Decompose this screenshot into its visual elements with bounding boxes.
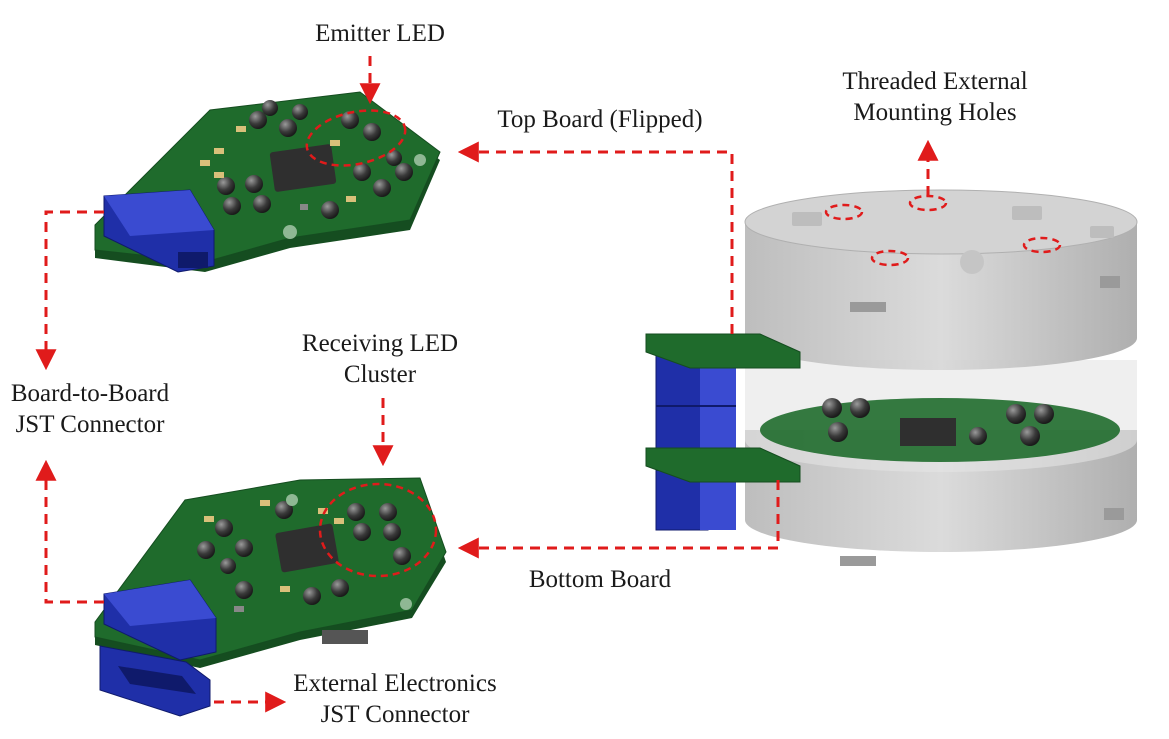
housing-inner-chip [900, 418, 956, 446]
bottom-board-mount-hole [400, 598, 412, 610]
bottom-board-assembly [94, 477, 447, 717]
label-bottom-board: Bottom Board [500, 564, 700, 595]
label-mounting-holes-line1: Threaded External [842, 68, 1028, 95]
bottom-board-components [204, 500, 344, 612]
label-top-board: Top Board (Flipped) [460, 104, 740, 135]
arrow-bottom-board [457, 480, 780, 559]
label-emitter-led: Emitter LED [260, 18, 500, 49]
bottom-board-leds [197, 501, 411, 605]
bottom-board-mount-hole [286, 494, 298, 506]
mount-hole-highlight [824, 203, 864, 221]
mount-hole-highlight [1022, 236, 1062, 254]
label-external-line2: JST Connector [320, 701, 470, 728]
receiving-cluster-highlight [318, 482, 438, 578]
arrow-top-board [457, 141, 734, 334]
label-external-electronics: External Electronics JST Connector [270, 668, 520, 730]
stacked-housing-assembly [645, 189, 1138, 566]
arrow-b2b-down [35, 210, 104, 371]
top-board-mount-hole [414, 154, 426, 166]
top-board-components [200, 126, 356, 210]
label-bottom-board-text: Bottom Board [528, 566, 672, 593]
label-external-line1: External Electronics [293, 670, 497, 697]
label-top-board-text: Top Board (Flipped) [497, 106, 703, 133]
label-receiving-led-line1: Receiving LED [301, 330, 459, 357]
mount-hole-highlight [870, 249, 910, 267]
top-board-b2b-connector [103, 189, 215, 273]
label-receiving-led-line2: Cluster [343, 361, 417, 388]
label-mounting-holes-line2: Mounting Holes [853, 99, 1017, 126]
top-board-chip [269, 144, 337, 192]
top-board-assembly [94, 91, 441, 273]
housing-connector-stack [645, 333, 801, 531]
top-board-leds [217, 100, 413, 219]
bottom-board-b2b-connector [103, 579, 217, 661]
label-board-to-board: Board-to-Board JST Connector [0, 378, 180, 440]
label-board-to-board-line1: Board-to-Board [10, 380, 170, 407]
emitter-highlight [305, 109, 407, 167]
housing-upper-body [745, 222, 1137, 370]
housing-slots [840, 276, 1124, 566]
label-mounting-holes: Threaded External Mounting Holes [800, 66, 1070, 128]
bottom-board-chip [275, 523, 339, 573]
arrow-b2b-up [35, 459, 104, 604]
bottom-board-underside-part [322, 630, 368, 644]
housing-top-features [792, 206, 1114, 274]
label-emitter-led-text: Emitter LED [315, 20, 445, 47]
top-board-mount-hole [283, 225, 297, 239]
label-board-to-board-line2: JST Connector [15, 411, 165, 438]
housing-inner-leds [822, 398, 1054, 446]
bottom-board-external-connector [99, 645, 211, 717]
label-receiving-led: Receiving LED Cluster [270, 328, 490, 390]
arrows [35, 56, 939, 713]
